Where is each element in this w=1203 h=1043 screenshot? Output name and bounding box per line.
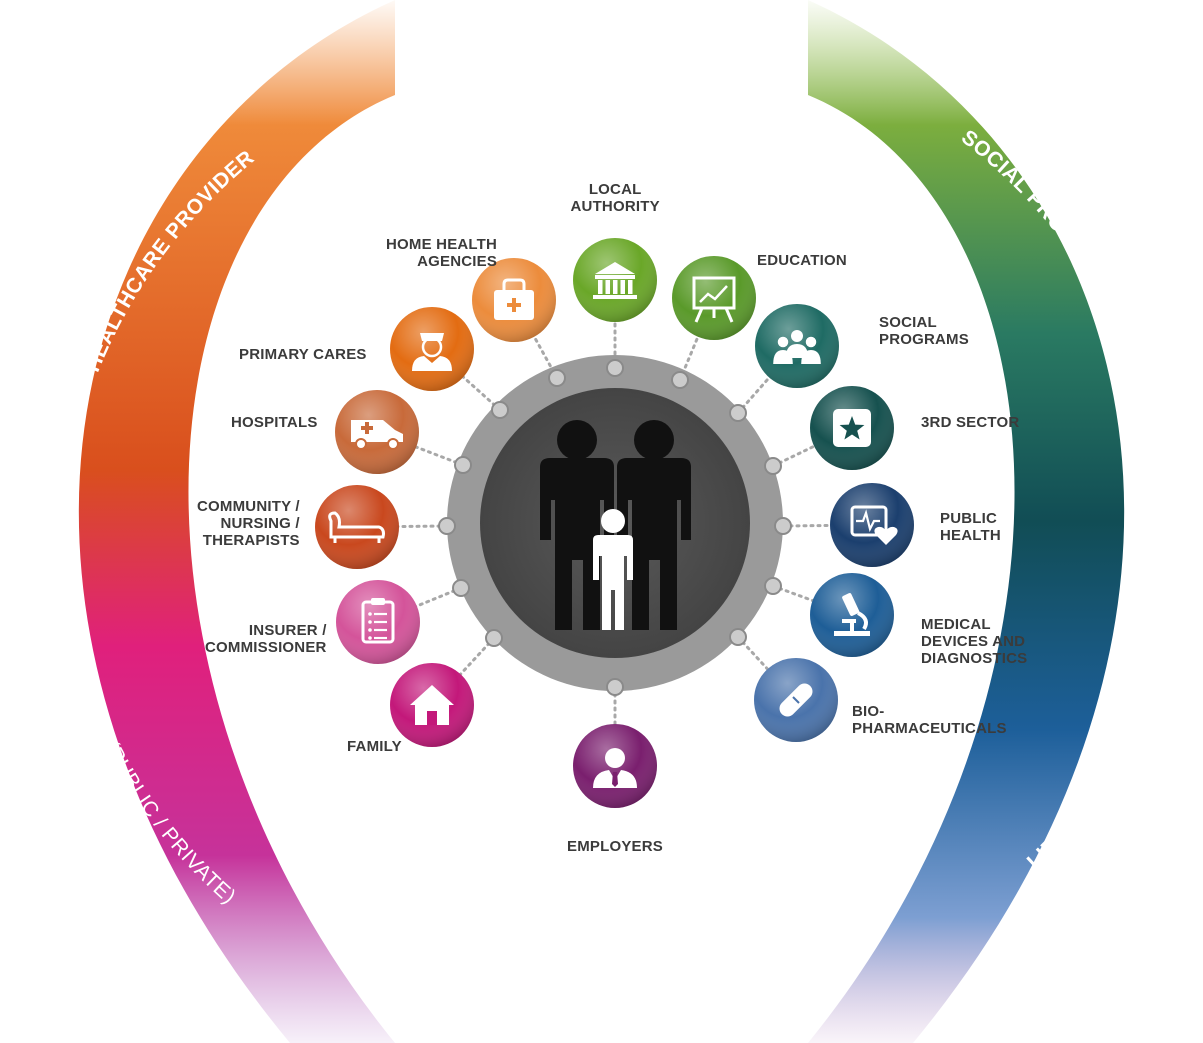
ring-dot-employers [606, 678, 624, 696]
connector-public-health [781, 523, 874, 528]
courthouse-icon [593, 262, 637, 299]
ring-dots [438, 359, 792, 696]
label-line: COMMUNITY / [197, 498, 300, 515]
connector-insurer [376, 586, 463, 624]
label-line: AUTHORITY [570, 198, 660, 215]
node-home-health[interactable] [472, 258, 556, 342]
connector-social-programs [736, 344, 799, 415]
label-3rd-sector: 3RD SECTOR [921, 414, 1019, 431]
label-line: DIAGNOSTICS [921, 650, 1028, 667]
ring-dot-insurer [452, 579, 470, 597]
stakeholder-nodes [315, 238, 914, 808]
connector-home-health [512, 298, 559, 380]
ring-dot-social-programs [729, 404, 747, 422]
ring-dot-hospitals [454, 456, 472, 474]
label-line: PROGRAMS [879, 331, 969, 348]
right-arc-band [808, 0, 1125, 1043]
label-line: AGENCIES [417, 253, 498, 270]
clipboard-icon [361, 598, 395, 644]
pill-icon [779, 683, 813, 717]
label-line: HOSPITALS [231, 414, 318, 431]
label-line: PUBLIC [940, 510, 998, 527]
node-employers[interactable] [573, 724, 657, 808]
label-line: BIO- [852, 703, 885, 720]
node-social-programs[interactable] [755, 304, 839, 388]
medical-bag-icon [494, 278, 534, 320]
label-line: MEDICAL [921, 616, 991, 633]
label-line: LOCAL [588, 181, 642, 198]
ring-dot-biopharmaceuticals [729, 628, 747, 646]
node-education[interactable] [672, 256, 756, 340]
family-figure-icon [540, 420, 691, 630]
label-line: HOME HEALTH [386, 236, 498, 253]
label-line: EMPLOYERS [567, 838, 663, 855]
label-line: SOCIAL [879, 314, 937, 331]
heart-monitor-icon [850, 505, 898, 545]
node-family[interactable] [390, 663, 474, 747]
node-public-health[interactable] [830, 483, 914, 567]
label-hospitals: HOSPITALS [231, 414, 318, 431]
label-biopharmaceuticals: BIO-PHARMACEUTICALS [852, 703, 1007, 737]
ring-dot-education [671, 371, 689, 389]
left-arc-band [78, 0, 395, 1043]
ring-dot-medical-devices [764, 577, 782, 595]
node-medical-devices[interactable] [810, 573, 894, 657]
group-of-people-icon [773, 330, 821, 364]
label-community: COMMUNITY /NURSING /THERAPISTS [197, 498, 300, 549]
label-family: FAMILY [347, 738, 402, 755]
label-line: NURSING / [220, 515, 300, 532]
house-icon [410, 685, 454, 725]
ring-dot-public-health [774, 517, 792, 535]
node-3rd-sector[interactable] [810, 386, 894, 470]
label-line: FAMILY [347, 738, 402, 755]
label-line: COMMISSIONER [205, 639, 327, 656]
label-line: PHARMACEUTICALS [852, 720, 1007, 737]
node-insurer[interactable] [336, 580, 420, 664]
ring-dot-family [485, 629, 503, 647]
ring-dot-home-health [548, 369, 566, 387]
presentation-board-icon [692, 276, 736, 323]
node-local-authority[interactable] [573, 238, 657, 322]
ring-dot-3rd-sector [764, 457, 782, 475]
label-line: 3RD SECTOR [921, 414, 1020, 431]
businessman-icon [593, 748, 637, 788]
ring-dot-community [438, 517, 456, 535]
label-line: PRIMARY CARES [239, 346, 367, 363]
node-hospitals[interactable] [335, 390, 419, 474]
label-insurer: INSURER /COMMISSIONER [205, 622, 327, 656]
label-education: EDUCATION [757, 252, 847, 269]
nurse-icon [412, 333, 452, 371]
label-line: HEALTH [940, 527, 1001, 544]
ring-dot-primary-cares [491, 401, 509, 419]
label-line: INSURER / [248, 622, 327, 639]
ring-dot-local-authority [606, 359, 624, 377]
node-biopharmaceuticals[interactable] [754, 658, 838, 742]
label-primary-cares: PRIMARY CARES [239, 346, 367, 363]
ambulance-icon [351, 420, 403, 450]
star-badge-icon [833, 409, 871, 447]
node-ball-shade [390, 307, 474, 391]
connector-community [355, 524, 449, 529]
node-community[interactable] [315, 485, 399, 569]
couch-icon [328, 511, 385, 543]
label-line: EDUCATION [757, 252, 847, 269]
connector-education [678, 296, 716, 382]
microscope-icon [834, 593, 870, 636]
node-primary-cares[interactable] [390, 307, 474, 391]
label-employers: EMPLOYERS [567, 838, 663, 855]
label-line: DEVICES AND [921, 633, 1026, 650]
label-line: THERAPISTS [202, 532, 300, 549]
